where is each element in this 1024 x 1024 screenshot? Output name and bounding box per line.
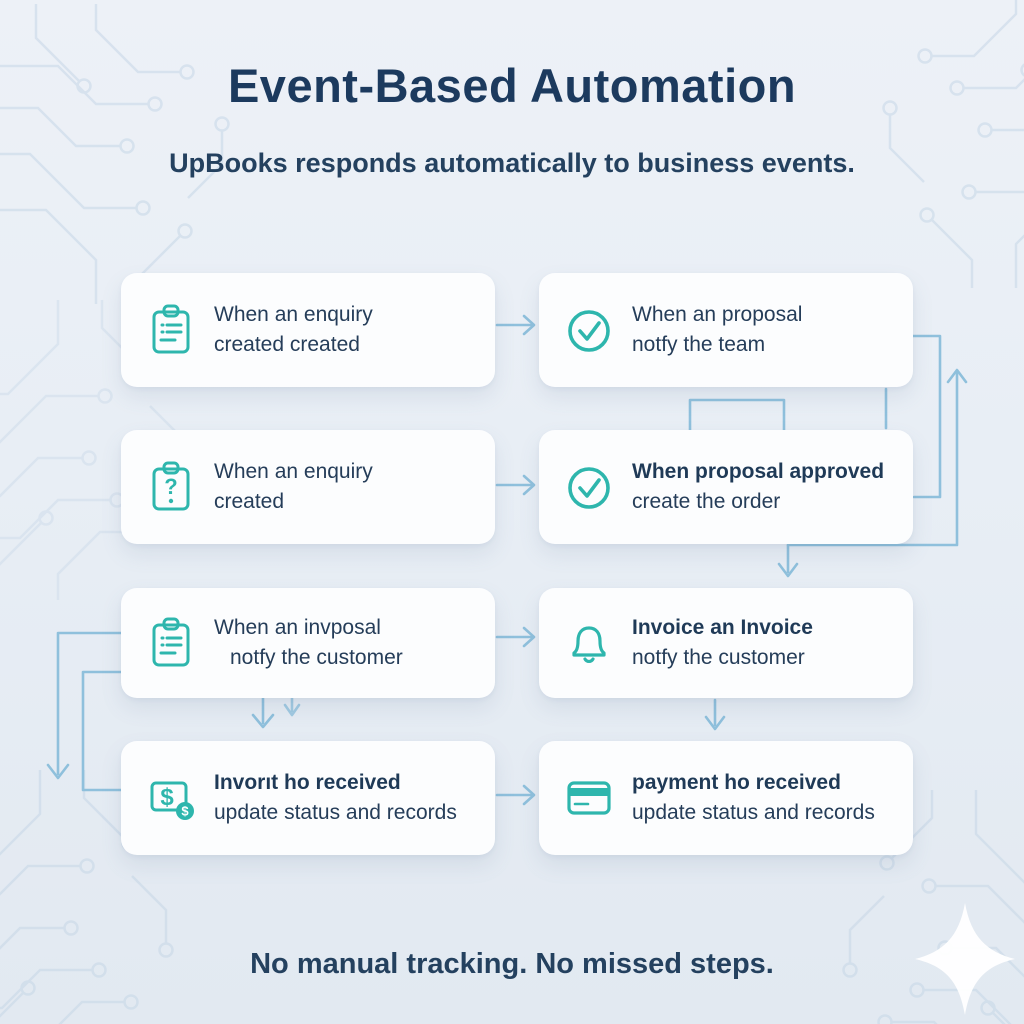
card-line1: When proposal approved	[632, 460, 885, 483]
credit-card-icon	[567, 781, 611, 815]
card-line1: When an enquiry	[214, 460, 373, 483]
card-line1: When an enquiry	[214, 303, 373, 326]
card-payment-received-update: payment ho received update status and re…	[539, 741, 913, 855]
card-line2: created	[214, 490, 285, 513]
svg-text:$: $	[181, 804, 189, 819]
check-circle-icon	[568, 467, 610, 509]
card-proposal-notify-team: When an proposal notfy the team	[539, 273, 913, 387]
card-line2: update status and records	[632, 801, 875, 824]
dollar-card-icon: $ $	[150, 781, 194, 820]
card-enquiry-created: When an enquiry created created	[121, 273, 495, 387]
card-line2: create the order	[632, 490, 781, 513]
card-line1: When an proposal	[632, 303, 803, 326]
card-invoice-received-update: $ $ Invorıt ho received update status an…	[121, 741, 495, 855]
card-line2: notfy the customer	[230, 646, 403, 669]
page-subtitle: UpBooks responds automatically to busine…	[169, 148, 855, 178]
card-enquiry-created-2: ? When an enquiry created	[121, 430, 495, 544]
card-line1: When an invposal	[214, 616, 381, 639]
card-line2: notfy the customer	[632, 646, 805, 669]
card-proposal-approved-create-order: When proposal approved create the order	[539, 430, 913, 544]
card-invposal-notify-customer: When an invposal notfy the customer	[121, 588, 495, 698]
card-invoice-notify-customer: Invoice an Invoice notfy the customer	[539, 588, 913, 698]
clipboard-list-icon	[152, 304, 190, 354]
check-circle-icon	[568, 310, 610, 352]
svg-text:?: ?	[164, 474, 177, 499]
card-line2: notfy the team	[632, 333, 766, 356]
svg-text:$: $	[160, 784, 174, 811]
circuit-decoration-top-right	[882, 0, 1024, 288]
card-line2: created created	[214, 333, 360, 356]
card-line1: Invoice an Invoice	[632, 616, 813, 639]
card-line1: Invorıt ho received	[214, 771, 401, 794]
footer-text: No manual tracking. No missed steps.	[250, 948, 774, 980]
clipboard-question-icon: ?	[152, 461, 190, 511]
card-line1: payment ho received	[632, 771, 841, 794]
bell-icon	[572, 626, 606, 664]
page-title: Event-Based Automation	[227, 59, 797, 112]
clipboard-list-icon	[152, 617, 190, 667]
card-line2: update status and records	[214, 801, 457, 824]
